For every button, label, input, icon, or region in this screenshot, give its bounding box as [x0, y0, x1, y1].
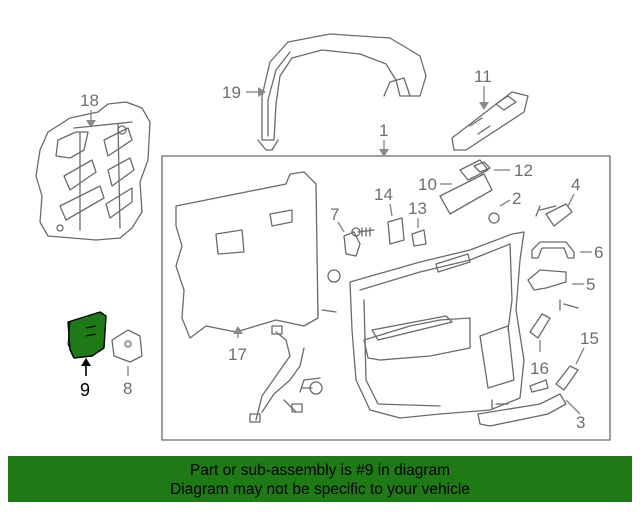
- leader-15: [575, 347, 585, 365]
- part-13-switch: [411, 229, 427, 247]
- callout-13: 13: [408, 199, 427, 218]
- part-6-handle: [531, 241, 575, 259]
- part-4-bracket: [545, 203, 573, 227]
- callout-10: 10: [418, 175, 437, 194]
- leader-17: [233, 326, 243, 338]
- leader-7: [337, 221, 345, 233]
- callout-3: 3: [576, 413, 585, 432]
- callout-5: 5: [586, 275, 595, 294]
- callout-6: 6: [594, 243, 603, 262]
- callout-11: 11: [474, 67, 492, 86]
- part-9-highlighted[interactable]: [67, 311, 107, 359]
- part-10-12-switch-assembly: [439, 159, 493, 215]
- part-8-bracket: [111, 329, 143, 363]
- screw-fasteners: [301, 205, 579, 409]
- part-19-molding: [257, 33, 427, 151]
- callout-4: 4: [571, 175, 580, 194]
- part-16-clip: [529, 313, 551, 339]
- wiring-harness: [249, 325, 321, 423]
- leader-14: [389, 203, 393, 217]
- leader-4: [567, 193, 575, 207]
- part-17-deflector: [175, 171, 319, 339]
- leader-18: [86, 110, 96, 128]
- leader-9: [81, 358, 91, 376]
- callout-8: 8: [123, 379, 132, 398]
- part-15-switch: [555, 365, 579, 391]
- leader-2: [499, 199, 511, 207]
- part-1-trim-panel-box: [161, 155, 611, 441]
- callout-7: 7: [330, 205, 339, 224]
- part-11-bezel: [451, 91, 529, 151]
- callout-2: 2: [512, 189, 521, 208]
- info-banner: Part or sub-assembly is #9 in diagram Di…: [8, 456, 632, 502]
- leader-11: [479, 86, 489, 110]
- callout-17: 17: [228, 345, 247, 364]
- callout-19: 19: [222, 83, 241, 102]
- part-5-inside-handle: [527, 269, 567, 291]
- callout-18: 18: [80, 91, 99, 110]
- leader-1: [379, 140, 389, 157]
- callout-15: 15: [580, 329, 599, 348]
- part-14-switch: [387, 217, 405, 245]
- leader-19: [246, 87, 266, 97]
- callout-14: 14: [374, 185, 393, 204]
- banner-line-1: Part or sub-assembly is #9 in diagram: [189, 462, 451, 479]
- callout-16: 16: [530, 359, 549, 378]
- callout-9: 9: [80, 380, 90, 400]
- part-18-insulator: [35, 101, 151, 241]
- part-3-molding: [477, 379, 567, 427]
- callout-1: 1: [379, 121, 388, 140]
- banner-line-2: Diagram may not be specific to your vehi…: [170, 481, 470, 498]
- callout-12: 12: [514, 161, 533, 180]
- leader-3: [565, 399, 581, 415]
- door-trim-panel: [349, 231, 525, 419]
